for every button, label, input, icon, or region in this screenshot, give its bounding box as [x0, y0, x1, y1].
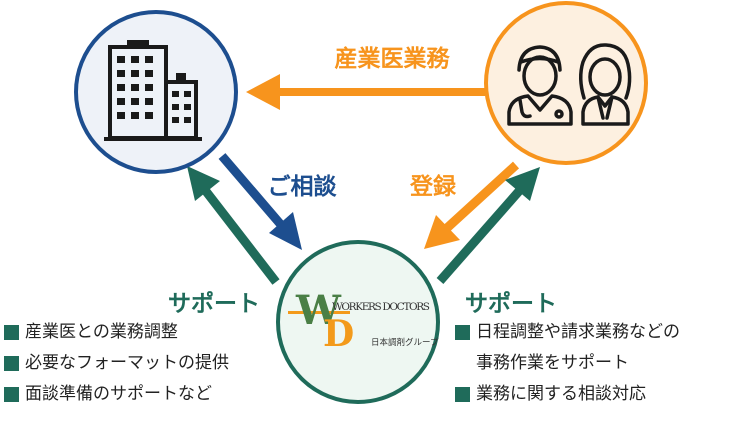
arrow-top: [246, 74, 485, 110]
bullet-square-icon: [4, 356, 19, 371]
logo-brand-name: WORKERS DOCTORS: [332, 301, 430, 313]
list-item: 産業医との業務調整: [4, 317, 229, 348]
bullet-square-icon: [4, 325, 19, 340]
arrow-register-label: 登録: [409, 173, 457, 200]
doctors-icon: [507, 43, 632, 126]
workers-doctors-node: W D WORKERS DOCTORS 日本調剤グループ: [276, 240, 440, 404]
bullet-square-icon: [4, 387, 19, 402]
list-item-continuation: 事務作業をサポート: [476, 353, 629, 373]
support-right-label: サポート: [465, 290, 557, 317]
company-support-list: 産業医との業務調整 必要なフォーマットの提供 面談準備のサポートなど: [4, 317, 229, 410]
company-node: [74, 10, 238, 174]
doctor-support-list: 日程調整や請求業務などの 事務作業をサポート 業務に関する相談対応: [455, 317, 680, 410]
doctors-node: [484, 1, 648, 165]
logo-initial-w: W: [295, 287, 342, 334]
list-item: 日程調整や請求業務などの: [455, 317, 680, 348]
arrow-top-label: 産業医業務: [335, 45, 451, 72]
list-item: 必要なフォーマットの提供: [4, 348, 229, 379]
logo-initial-d: D: [323, 313, 354, 355]
office-building-icon: [104, 40, 202, 141]
workers-doctors-logo: W D WORKERS DOCTORS 日本調剤グループ: [288, 287, 439, 355]
logo-group-name: 日本調剤グループ: [371, 337, 439, 348]
arrow-register: [424, 161, 520, 249]
support-left-label: サポート: [168, 290, 260, 317]
arrow-consult: [218, 153, 302, 250]
bullet-square-icon: [455, 387, 470, 402]
list-item: 面談準備のサポートなど: [4, 379, 229, 410]
bullet-square-icon: [455, 325, 470, 340]
arrow-support-left: [187, 166, 280, 285]
list-item: 業務に関する相談対応: [455, 379, 680, 410]
arrow-support-right: [436, 167, 540, 284]
arrow-consult-label: ご相談: [268, 173, 338, 200]
